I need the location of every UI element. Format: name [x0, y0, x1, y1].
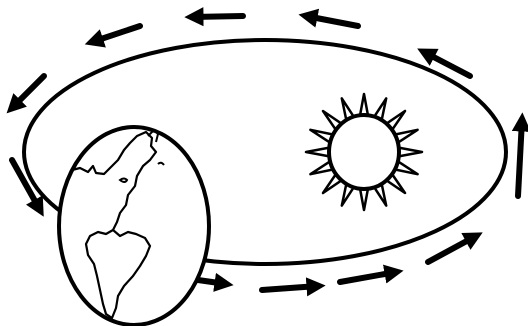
direction-arrow	[12, 76, 44, 108]
direction-arrow	[306, 16, 358, 26]
direction-arrow	[340, 272, 396, 282]
direction-arrow	[262, 286, 318, 290]
direction-arrow	[428, 236, 476, 262]
earth-disk	[59, 127, 209, 325]
direction-arrow	[518, 120, 522, 196]
direction-arrow	[192, 16, 243, 17]
sun-disk	[329, 115, 399, 189]
direction-arrow	[198, 280, 226, 284]
sun-icon	[306, 94, 422, 210]
direction-arrow	[92, 26, 140, 42]
globe-americas-icon	[59, 127, 209, 325]
